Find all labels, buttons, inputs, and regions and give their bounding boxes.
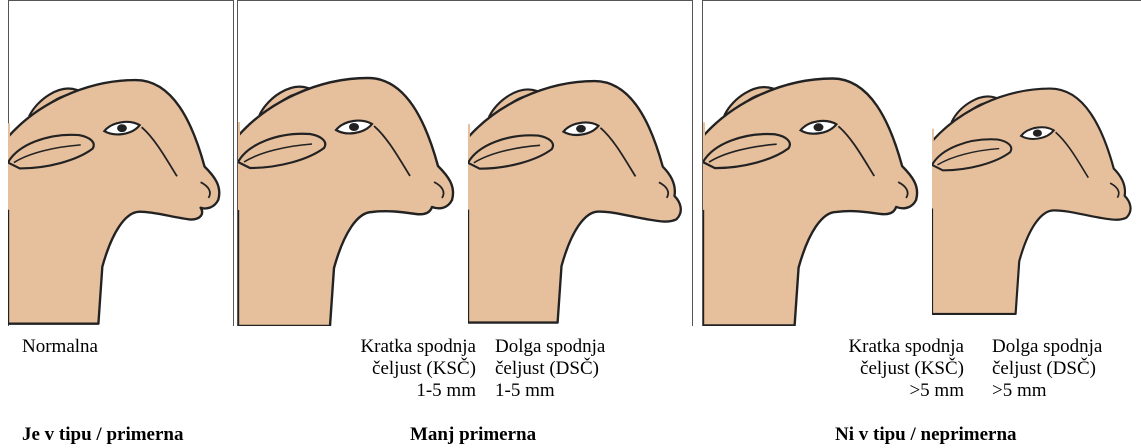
caption-short-jaw-severe: Kratka spodnja čeljust (KSČ) >5 mm — [770, 336, 964, 402]
category-unsuitable: Ni v tipu / neprimerna — [835, 424, 1017, 446]
caption-long-jaw-severe: Dolga spodnja čeljust (DSČ) >5 mm — [992, 336, 1102, 402]
caption-short-jaw-mild: Kratka spodnja čeljust (KSČ) 1-5 mm — [286, 336, 476, 402]
caption-normal: Normalna — [22, 336, 98, 358]
sheep-head-long-jaw-mild — [468, 62, 692, 326]
category-less-suitable: Manj primerna — [410, 424, 536, 446]
sheep-head-short-jaw-severe — [703, 62, 932, 326]
sheep-head-long-jaw-severe — [932, 62, 1141, 326]
caption-long-jaw-mild: Dolga spodnja čeljust (DSČ) 1-5 mm — [495, 336, 605, 402]
sheep-head-short-jaw-mild — [238, 62, 468, 326]
category-suitable: Je v tipu / primerna — [22, 424, 184, 446]
sheep-head-normal — [8, 62, 234, 326]
